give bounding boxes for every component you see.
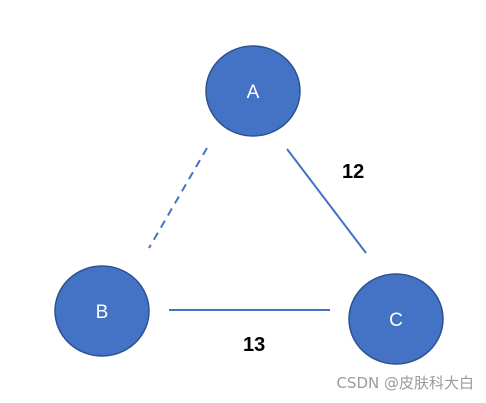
watermark: CSDN @皮肤科大白: [336, 374, 474, 392]
node-c-label: C: [389, 310, 403, 331]
node-b-label: B: [96, 302, 109, 323]
node-c: C: [348, 273, 444, 365]
node-b: B: [54, 265, 150, 357]
node-a-circle: [205, 45, 301, 137]
node-b-circle: [54, 265, 150, 357]
edge-label-a-c: 12: [342, 161, 364, 183]
node-a: A: [205, 45, 301, 137]
edge-a-b: [148, 147, 208, 249]
edge-label-b-c: 13: [243, 334, 265, 356]
node-a-label: A: [247, 82, 260, 103]
edge-a-c: [286, 148, 367, 254]
node-c-circle: [348, 273, 444, 365]
